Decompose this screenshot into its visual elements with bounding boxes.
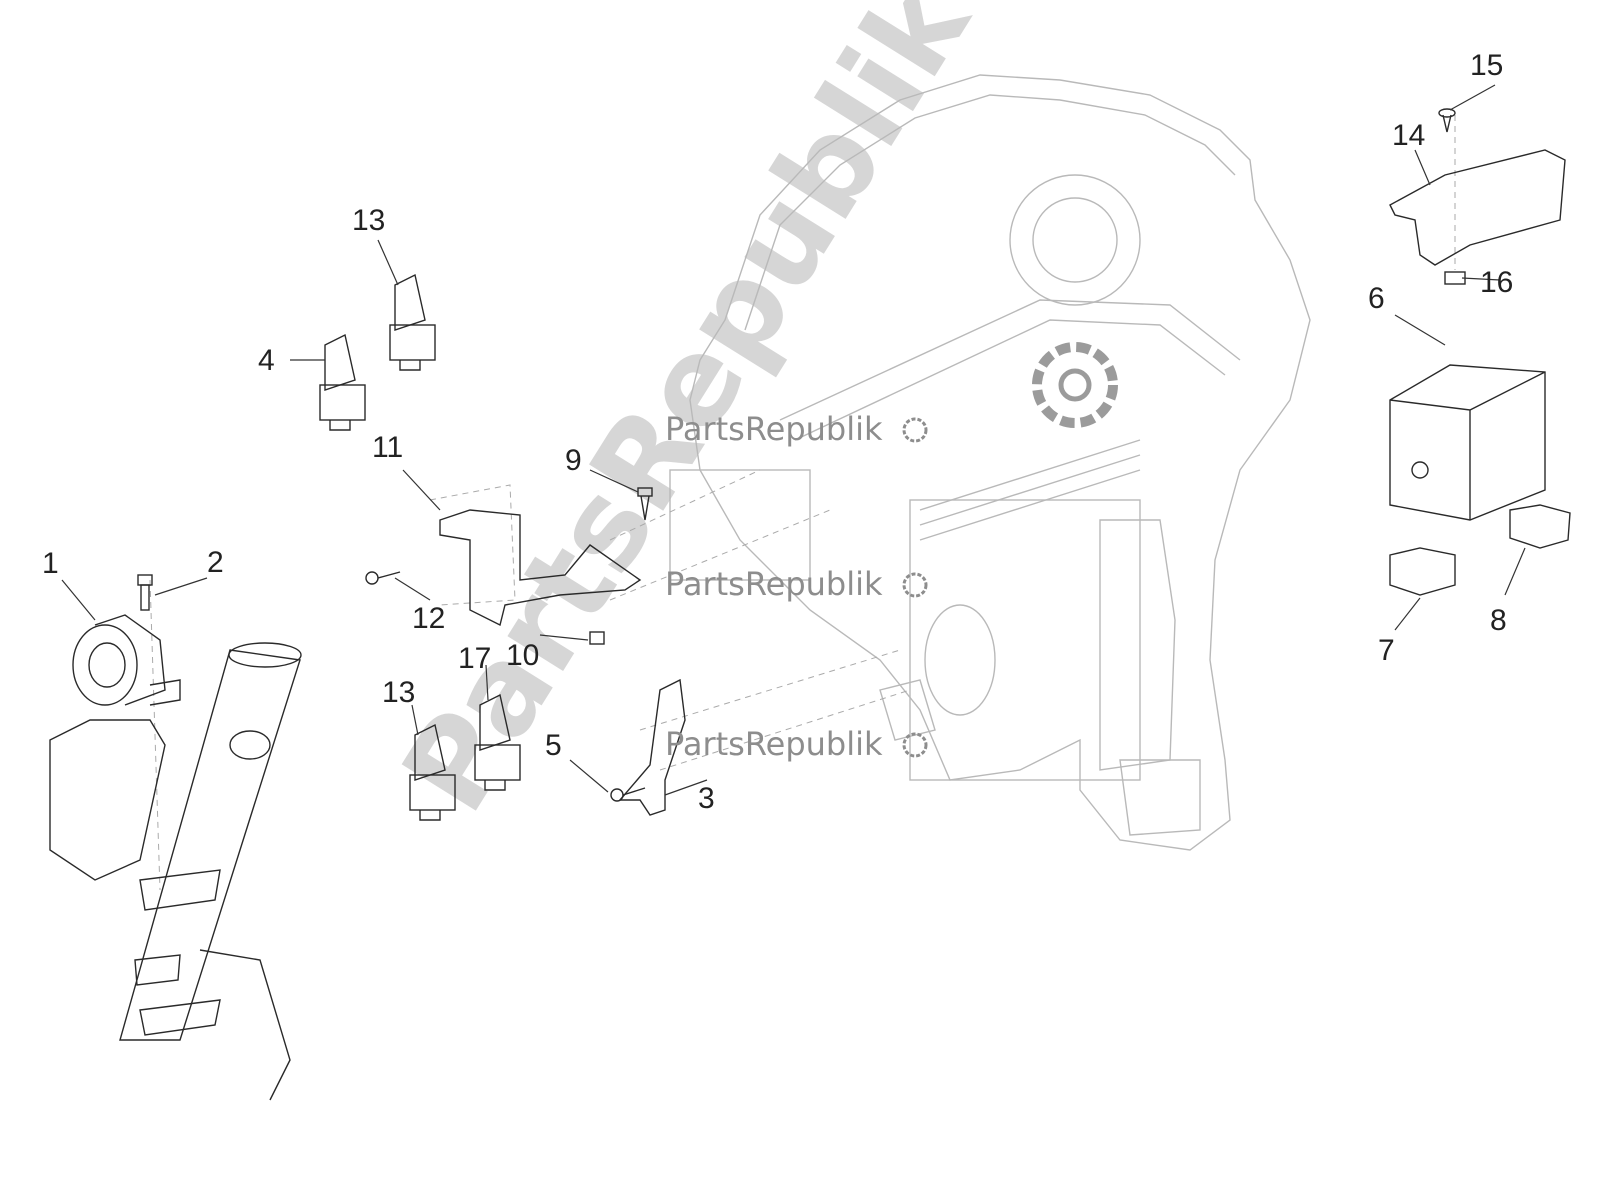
watermark-brand-2: PartsRepublik (665, 565, 928, 603)
callout-5: 5 (545, 729, 562, 762)
callout-10: 10 (506, 639, 539, 672)
callout-1: 1 (42, 547, 59, 580)
steering-column (119, 642, 302, 1101)
callout-12: 12 (412, 602, 445, 635)
watermark-text: PartsRepublik (665, 410, 883, 448)
callout-3: 3 (698, 782, 715, 815)
gear-icon (902, 732, 928, 758)
leader-lines (61, 84, 1526, 796)
part-battery-6 (1389, 364, 1546, 521)
callout-2: 2 (207, 546, 224, 579)
watermark-brand-1: PartsRepublik (665, 410, 928, 448)
scooter-body-frame (669, 74, 1311, 851)
watermark-brand-3: PartsRepublik (665, 725, 928, 763)
horn-bracket-plate (49, 719, 166, 881)
callout-7: 7 (1378, 634, 1395, 667)
callout-11: 11 (372, 431, 403, 464)
part-relay-17 (474, 693, 521, 791)
part-screw-5 (610, 787, 646, 802)
callout-17: 17 (458, 642, 491, 675)
part-relay-13-upper (389, 273, 436, 371)
callout-8: 8 (1490, 604, 1507, 637)
part-bracket-11 (439, 509, 642, 627)
part-relay-4 (319, 333, 366, 431)
watermark-text: PartsRepublik (665, 565, 883, 603)
callout-4: 4 (258, 344, 275, 377)
part-screw-15 (1438, 108, 1456, 133)
callout-15: 15 (1470, 49, 1503, 82)
glovebox-panel (909, 499, 1141, 781)
gear-icon (902, 572, 928, 598)
gear-icon (902, 417, 928, 443)
part-screw-12 (365, 571, 401, 585)
callout-labels: 1 2 3 4 5 6 7 8 9 10 11 12 13 13 14 15 1… (42, 49, 1513, 815)
watermark-text: PartsRepublik (665, 725, 883, 763)
part-bracket-3 (618, 678, 686, 816)
part-clip-10 (589, 631, 605, 645)
callout-13-upper: 13 (352, 204, 385, 237)
part-battery-cover-14 (1389, 149, 1566, 266)
watermark-gear-logo (1032, 342, 1118, 428)
part-horn (72, 614, 181, 706)
body-round-opening (1009, 174, 1141, 306)
part-pad-8 (1509, 504, 1571, 549)
callout-9: 9 (565, 444, 582, 477)
callout-16: 16 (1480, 266, 1513, 299)
guide-lines (149, 115, 1456, 891)
part-relay-13-lower (409, 723, 456, 821)
callout-6: 6 (1368, 282, 1385, 315)
part-pad-7 (1389, 547, 1456, 596)
part-horn-bolt (137, 574, 153, 611)
callout-13-lower: 13 (382, 676, 415, 709)
callout-14: 14 (1392, 119, 1425, 152)
